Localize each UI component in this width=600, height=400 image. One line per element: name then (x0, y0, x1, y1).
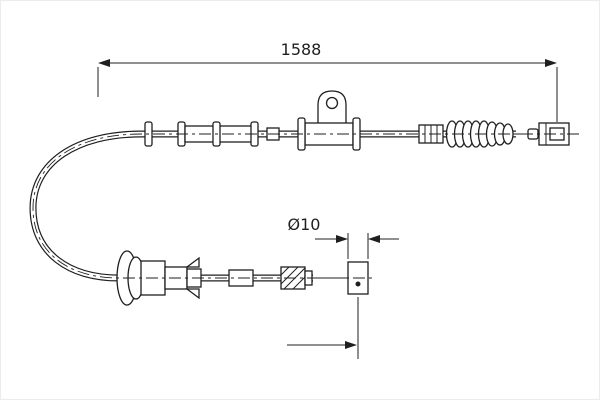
upper-cable-fittings (144, 90, 570, 151)
diameter-label: Ø10 (288, 215, 321, 234)
dia-arrow-right (368, 235, 380, 243)
bottom-reference-dimension (287, 297, 359, 359)
length-dimension: 1588 (97, 40, 558, 122)
bottom-arrow (345, 341, 357, 349)
clip-barb-bottom (185, 288, 200, 300)
dim-arrow-left (98, 59, 110, 67)
mounting-bracket-assembly (297, 90, 361, 151)
dia-arrow-left (336, 235, 348, 243)
flange-grommet (116, 250, 202, 306)
cable-body (29, 130, 516, 282)
dim-arrow-right (545, 59, 557, 67)
bracket-hole (325, 96, 339, 110)
clip-barb-top (185, 256, 200, 268)
diameter-dimension: Ø10 (288, 215, 399, 259)
centerline (32, 133, 579, 279)
length-label: 1588 (281, 40, 322, 59)
cylinder-hole (355, 281, 361, 287)
